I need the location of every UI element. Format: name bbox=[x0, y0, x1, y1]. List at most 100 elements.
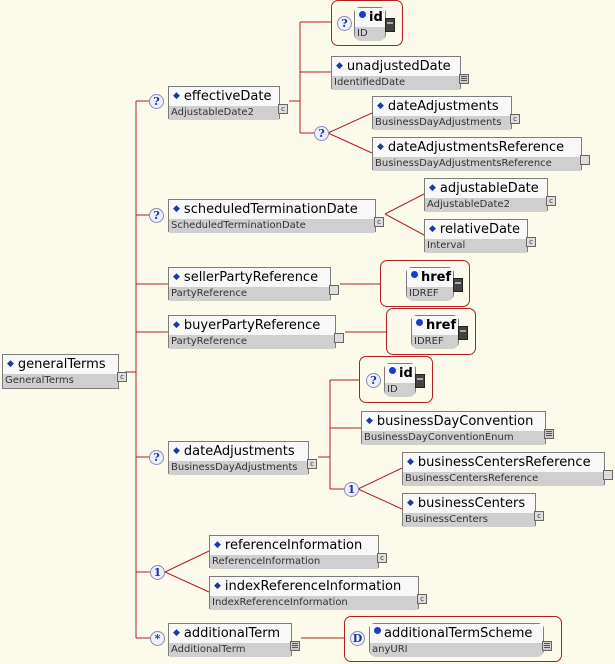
attribute-group bbox=[344, 616, 562, 662]
element-icon: ◆ bbox=[173, 628, 180, 638]
element-icon: ◆ bbox=[407, 457, 414, 467]
node-businessCentersReference[interactable]: ◆businessCentersReference BusinessCenter… bbox=[402, 452, 613, 486]
node-name: dateAdjustmentsReference bbox=[387, 140, 565, 155]
node-name: adjustableDate bbox=[439, 181, 539, 196]
node-unadjustedDate[interactable]: ◆unadjustedDate IdentifiedDate bbox=[331, 56, 469, 90]
attribute-group bbox=[331, 0, 403, 46]
node-type: IndexReferenceInformation bbox=[210, 596, 418, 610]
zero-or-more-compositor-icon: * bbox=[150, 631, 165, 646]
node-type: BusinessCenters bbox=[403, 513, 535, 527]
attribute-group bbox=[359, 356, 433, 403]
node-type: GeneralTerms bbox=[3, 374, 118, 388]
node-type: anyURI bbox=[370, 643, 543, 657]
node-name: relativeDate bbox=[439, 222, 521, 237]
attribute-group bbox=[386, 308, 476, 355]
node-type: BusinessCentersReference bbox=[403, 472, 604, 486]
complex-type-icon[interactable]: c bbox=[278, 104, 288, 114]
node-businessCenters[interactable]: ◆businessCenters BusinessCenters c bbox=[402, 493, 544, 527]
attribute-icon bbox=[389, 367, 396, 374]
node-additionalTerm[interactable]: ◆additionalTerm AdditionalTerm bbox=[168, 623, 300, 657]
simple-content-icon[interactable] bbox=[542, 641, 552, 651]
attribute-href[interactable]: href IDREF bbox=[406, 267, 463, 301]
element-icon: ◆ bbox=[377, 142, 384, 152]
simple-type-icon[interactable] bbox=[458, 326, 468, 340]
complex-type-icon[interactable]: c bbox=[510, 114, 520, 124]
node-scheduledTerminationDate[interactable]: ◆scheduledTerminationDate ScheduledTermi… bbox=[168, 199, 384, 233]
choice-compositor-icon: 1 bbox=[344, 482, 359, 497]
empty-type-icon[interactable] bbox=[334, 333, 344, 343]
node-businessDayConvention[interactable]: ◆businessDayConvention BusinessDayConven… bbox=[361, 411, 554, 445]
node-type: BusinessDayAdjustments bbox=[169, 461, 308, 475]
empty-type-icon[interactable] bbox=[329, 285, 339, 295]
simple-type-icon[interactable] bbox=[415, 374, 425, 388]
node-buyerPartyReference[interactable]: ◆buyerPartyReference PartyReference bbox=[168, 315, 344, 349]
node-type: PartyReference bbox=[169, 287, 330, 301]
node-name: scheduledTerminationDate bbox=[183, 202, 358, 217]
node-name: referenceInformation bbox=[224, 538, 363, 553]
node-name: effectiveDate bbox=[183, 89, 272, 104]
attribute-id[interactable]: id ID bbox=[384, 363, 425, 397]
attribute-icon bbox=[411, 271, 418, 278]
complex-type-icon[interactable]: c bbox=[417, 594, 427, 604]
node-type: PartyReference bbox=[169, 335, 335, 349]
empty-type-icon[interactable] bbox=[603, 470, 613, 480]
simple-content-icon[interactable] bbox=[544, 429, 554, 439]
node-referenceInformation[interactable]: ◆referenceInformation ReferenceInformati… bbox=[209, 535, 387, 569]
attribute-icon bbox=[416, 319, 423, 326]
node-indexReferenceInformation[interactable]: ◆indexReferenceInformation IndexReferenc… bbox=[209, 576, 427, 610]
optional-compositor-icon: ? bbox=[314, 126, 329, 141]
node-name: href bbox=[426, 318, 457, 333]
simple-content-icon[interactable] bbox=[459, 74, 469, 84]
node-name: unadjustedDate bbox=[346, 59, 451, 74]
simple-content-icon[interactable] bbox=[290, 641, 300, 651]
node-sellerPartyReference[interactable]: ◆sellerPartyReference PartyReference bbox=[168, 267, 339, 301]
element-icon: ◆ bbox=[429, 183, 436, 193]
node-type: IDREF bbox=[407, 287, 453, 301]
attribute-href[interactable]: href IDREF bbox=[411, 315, 468, 349]
element-icon: ◆ bbox=[336, 61, 343, 71]
element-icon: ◆ bbox=[214, 540, 221, 550]
root-node-generalTerms[interactable]: ◆generalTerms GeneralTerms c bbox=[2, 354, 127, 389]
optional-compositor-icon: ? bbox=[337, 16, 352, 31]
complex-type-icon[interactable]: c bbox=[526, 237, 536, 247]
element-icon: ◆ bbox=[173, 320, 180, 330]
node-name: businessCenters bbox=[417, 496, 526, 511]
node-type: AdjustableDate2 bbox=[425, 198, 547, 212]
complex-type-icon[interactable]: c bbox=[307, 459, 317, 469]
complex-type-icon[interactable]: c bbox=[377, 553, 387, 563]
optional-compositor-icon: ? bbox=[366, 373, 381, 388]
node-name: businessDayConvention bbox=[376, 414, 534, 429]
attribute-icon bbox=[359, 11, 366, 18]
node-type: ReferenceInformation bbox=[210, 555, 378, 569]
complex-type-icon[interactable]: c bbox=[534, 511, 544, 521]
simple-type-icon[interactable] bbox=[453, 278, 463, 292]
node-name: additionalTermScheme bbox=[384, 626, 533, 641]
empty-type-icon[interactable] bbox=[580, 155, 590, 165]
node-dateAdjustments[interactable]: ◆dateAdjustments BusinessDayAdjustments … bbox=[372, 96, 520, 130]
element-icon: ◆ bbox=[173, 91, 180, 101]
choice-compositor-icon: 1 bbox=[150, 565, 165, 580]
complex-type-icon[interactable]: c bbox=[117, 372, 127, 382]
attribute-id[interactable]: id ID bbox=[354, 7, 395, 41]
node-name: href bbox=[421, 270, 452, 285]
node-name: id bbox=[399, 366, 413, 381]
element-icon: ◆ bbox=[407, 498, 414, 508]
node-type: ID bbox=[355, 27, 385, 41]
attribute-additionalTermScheme[interactable]: additionalTermScheme anyURI bbox=[369, 623, 552, 657]
node-name: dateAdjustments bbox=[387, 99, 499, 114]
node-adjustableDate[interactable]: ◆adjustableDate AdjustableDate2 c bbox=[424, 178, 556, 212]
complex-type-icon[interactable]: c bbox=[374, 217, 384, 227]
complex-type-icon[interactable]: c bbox=[546, 196, 556, 206]
node-relativeDate[interactable]: ◆relativeDate Interval c bbox=[424, 219, 536, 253]
node-name: id bbox=[369, 10, 383, 25]
node-type: IdentifiedDate bbox=[332, 76, 460, 90]
node-dateAdjustmentsReference[interactable]: ◆dateAdjustmentsReference BusinessDayAdj… bbox=[372, 137, 590, 171]
node-dateAdjustments[interactable]: ◆dateAdjustments BusinessDayAdjustments … bbox=[168, 441, 317, 475]
node-name: indexReferenceInformation bbox=[224, 579, 402, 594]
simple-type-icon[interactable] bbox=[385, 18, 395, 32]
default-value-icon: D bbox=[350, 631, 365, 646]
node-effectiveDate[interactable]: ◆effectiveDate AdjustableDate2 c bbox=[168, 86, 288, 120]
node-name: generalTerms bbox=[17, 357, 106, 372]
element-icon: ◆ bbox=[366, 416, 373, 426]
